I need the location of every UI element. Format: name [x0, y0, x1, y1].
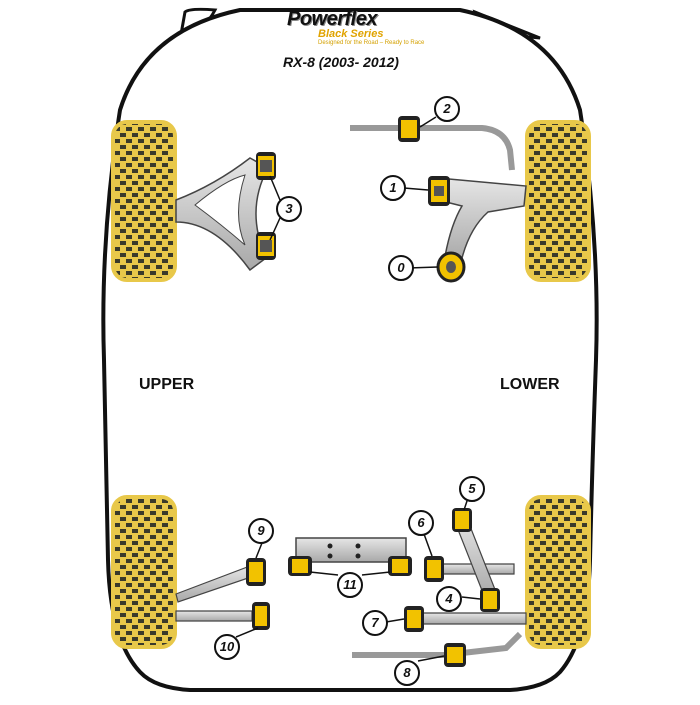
bush-9 [246, 558, 266, 586]
rear-left-wheel [111, 495, 177, 649]
callout-0: 0 [388, 255, 414, 281]
rear-right-wheel [525, 495, 591, 649]
bush-11-left [288, 556, 312, 576]
bush-4 [480, 588, 500, 612]
callout-4: 4 [436, 586, 462, 612]
callout-7: 7 [362, 610, 388, 636]
bush-5 [452, 508, 472, 532]
bush-2 [398, 116, 420, 142]
rear-anti-roll-bar [352, 631, 523, 658]
front-left-wheel [111, 120, 177, 282]
bush-6 [424, 556, 444, 582]
bush-3-top [256, 152, 276, 180]
front-anti-roll-bar [350, 125, 515, 171]
callout-5: 5 [459, 476, 485, 502]
zone-label-upper: UPPER [139, 376, 195, 393]
callout-6: 6 [408, 510, 434, 536]
callout-10: 10 [214, 634, 240, 660]
callout-11: 11 [337, 572, 363, 598]
rear-lower-lateral-link [175, 610, 253, 622]
brand-tagline: Designed for the Road – Ready to Race [318, 40, 425, 46]
brand-logo: Powerflex [287, 8, 377, 30]
callout-9: 9 [248, 518, 274, 544]
vehicle-model: RX-8 (2003- 2012) [283, 54, 399, 70]
rear-lower-link-7 [409, 612, 527, 625]
zone-label-lower: LOWER [500, 376, 560, 393]
callout-3: 3 [276, 196, 302, 222]
bush-0 [436, 251, 466, 283]
bush-11-right [388, 556, 412, 576]
front-right-wheel [525, 120, 591, 282]
callout-2: 2 [434, 96, 460, 122]
brand-series: Black Series [318, 28, 384, 40]
bush-3-bottom [256, 232, 276, 260]
bush-7 [404, 606, 424, 632]
bush-1 [428, 176, 450, 206]
bush-10 [252, 602, 270, 630]
leader-lines [235, 116, 481, 662]
bush-8 [444, 643, 466, 667]
callout-8: 8 [394, 660, 420, 686]
callout-1: 1 [380, 175, 406, 201]
